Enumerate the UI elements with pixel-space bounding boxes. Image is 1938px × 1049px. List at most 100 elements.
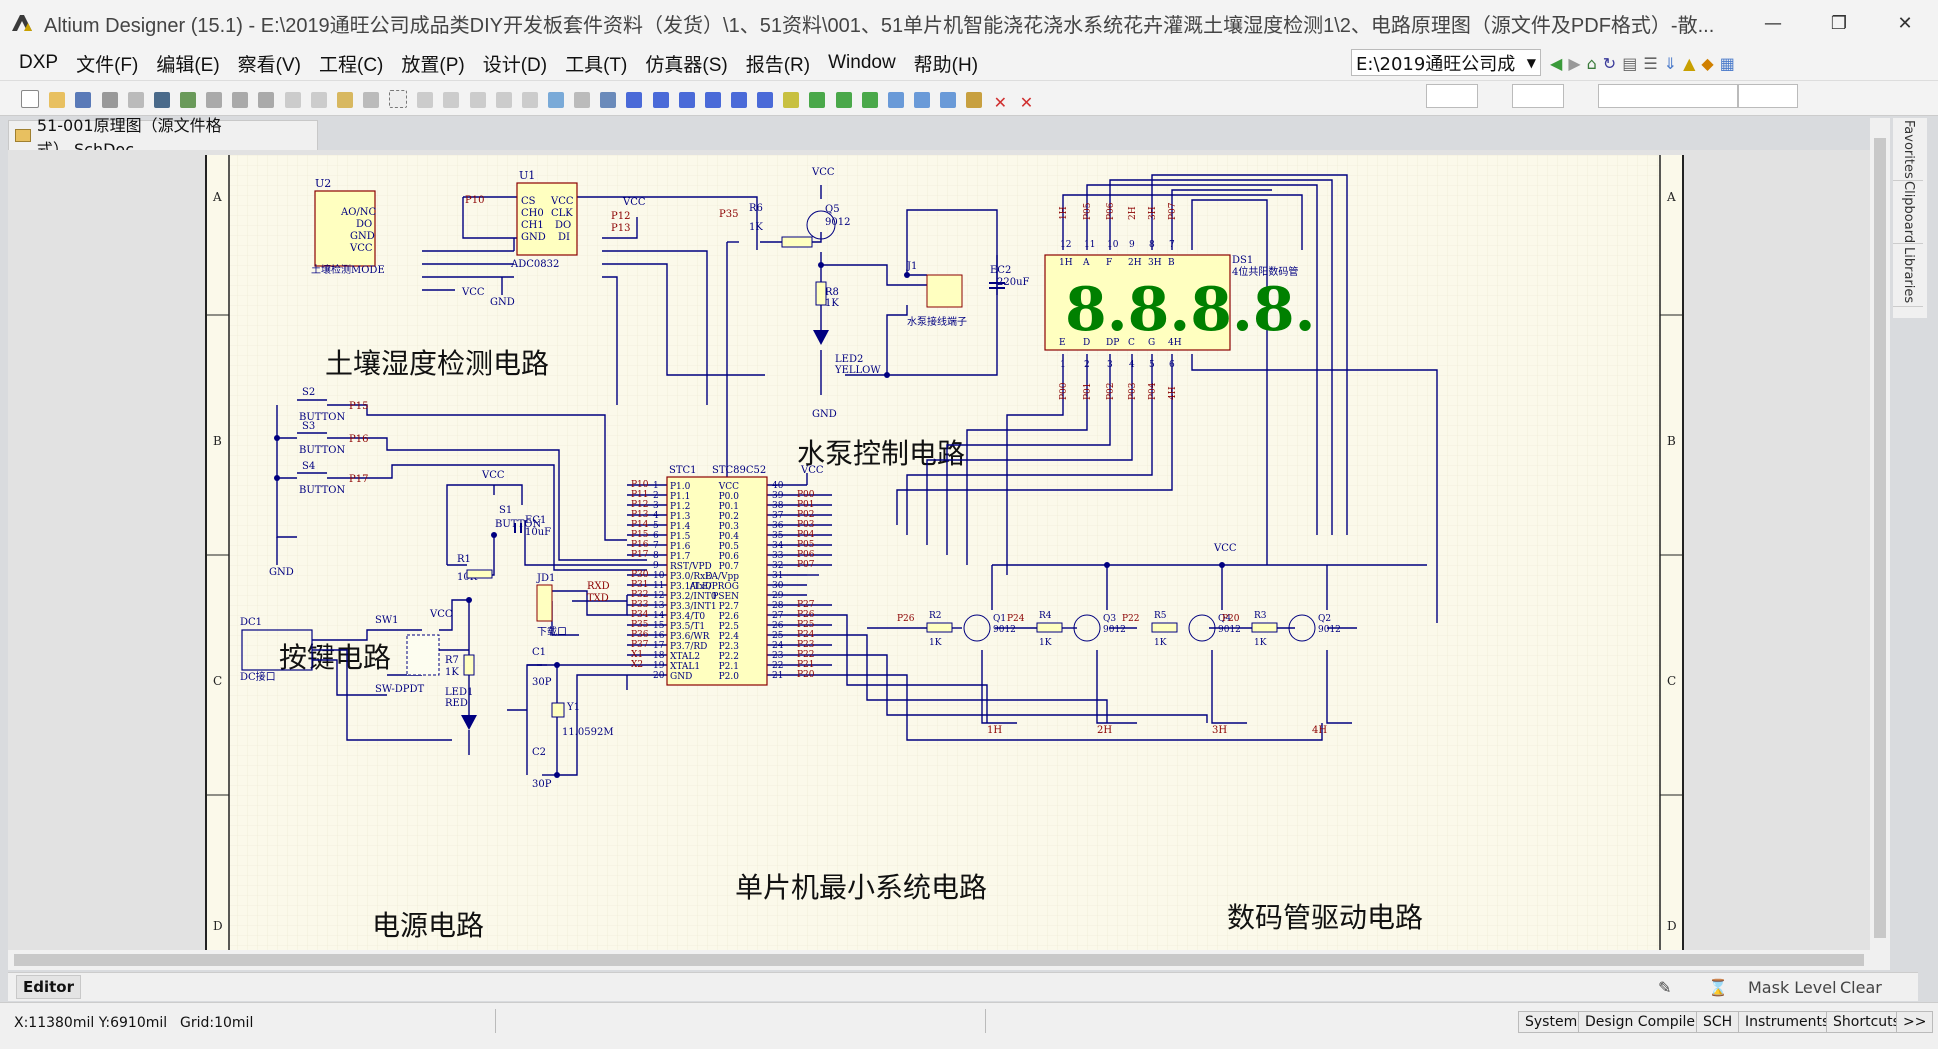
diamond-icon[interactable]: ◆	[1701, 53, 1714, 73]
signal-harness-icon[interactable]	[940, 92, 957, 108]
reset-capacitor-ec1[interactable]	[514, 523, 522, 533]
r8-resistor[interactable]	[815, 281, 827, 306]
bus-entry-icon[interactable]	[678, 92, 695, 108]
sheet-entry-icon[interactable]	[835, 92, 852, 108]
horizontal-scrollbar[interactable]	[8, 950, 1890, 970]
driver-transistor[interactable]	[1073, 614, 1101, 642]
schematic-sheet[interactable]: A B C D A B C D 土壤湿度检测电路 水泵控制电路 按键电路 单片机…	[205, 155, 1684, 950]
key-buttons[interactable]	[297, 399, 327, 474]
zoom-area-icon[interactable]	[232, 92, 249, 108]
tab-favorites[interactable]: Favorites	[1893, 118, 1923, 181]
directive-icon[interactable]	[966, 92, 983, 108]
ds1-display[interactable]	[1044, 254, 1231, 351]
y1-crystal[interactable]	[551, 702, 565, 718]
vcc-port-icon[interactable]	[757, 92, 774, 108]
layers-icon[interactable]	[153, 92, 170, 108]
r1-resistor[interactable]	[466, 569, 493, 579]
j1-terminal[interactable]	[926, 274, 963, 308]
panel-shortcuts-button[interactable]: Shortcuts	[1826, 1011, 1907, 1033]
clear-button[interactable]: Clear	[1840, 977, 1882, 997]
panel-design-compiler-button[interactable]: Design Compiler	[1578, 1011, 1708, 1033]
menu-view[interactable]: 察看(V)	[237, 54, 301, 76]
layout-icon[interactable]: ☰	[1643, 53, 1658, 73]
menu-file[interactable]: 文件(F)	[76, 54, 139, 76]
harness-icon[interactable]	[913, 92, 930, 108]
panel-more-button[interactable]: >>	[1896, 1011, 1934, 1033]
driver-resistor[interactable]	[926, 622, 953, 633]
led1-diode[interactable]	[461, 715, 477, 730]
q5-transistor[interactable]	[806, 210, 836, 240]
open-icon[interactable]	[49, 92, 66, 108]
jd1-header[interactable]	[536, 584, 553, 622]
driver-resistor[interactable]	[1036, 622, 1063, 633]
browse-library-icon[interactable]	[600, 92, 617, 108]
panel-sch-button[interactable]: SCH	[1696, 1011, 1740, 1033]
panel-instruments-button[interactable]: Instruments	[1738, 1011, 1837, 1033]
bus-icon[interactable]	[652, 92, 669, 108]
menu-project[interactable]: 工程(C)	[319, 54, 384, 76]
paste-icon[interactable]	[336, 92, 353, 108]
tab-clipboard[interactable]: Clipboard	[1893, 181, 1923, 244]
move-icon[interactable]	[417, 92, 434, 108]
driver-transistor[interactable]	[1288, 614, 1316, 642]
driver-resistor[interactable]	[1151, 622, 1178, 633]
forward-icon[interactable]: ▶	[1568, 53, 1581, 73]
down-arrow-icon[interactable]: ⇓	[1663, 53, 1678, 73]
dc1-jack[interactable]	[241, 629, 313, 671]
deselect-icon[interactable]	[443, 92, 460, 108]
u2-sensor-module[interactable]	[314, 190, 376, 267]
chart-icon[interactable]: ▤	[1622, 53, 1638, 73]
tab-libraries[interactable]: Libraries	[1893, 244, 1923, 307]
driver-resistor[interactable]	[1251, 622, 1278, 633]
menu-dxp[interactable]: DXP	[19, 52, 59, 73]
close-button[interactable]: ✕	[1897, 12, 1913, 34]
select-area-icon[interactable]	[389, 90, 408, 108]
undo-icon[interactable]	[495, 92, 512, 108]
filter-dropdown-1[interactable]	[1426, 84, 1478, 108]
zoom-fit-icon[interactable]	[206, 92, 223, 108]
browse-icon[interactable]	[179, 92, 196, 108]
ec2-capacitor[interactable]	[989, 282, 1005, 289]
grid-icon[interactable]: ▦	[1719, 53, 1735, 73]
driver-transistor[interactable]	[963, 614, 991, 642]
filter-dropdown-3[interactable]	[1598, 84, 1738, 108]
menu-simulator[interactable]: 仿真器(S)	[645, 54, 728, 76]
tab-schematic-document[interactable]: 51-001原理图（源文件格式）.SchDoc	[8, 116, 318, 159]
pen-icon[interactable]: ✎	[1658, 977, 1672, 997]
panel-system-button[interactable]: System	[1518, 1011, 1585, 1033]
project-path-combo[interactable]: E:\2019通旺公司成▼	[1351, 49, 1541, 76]
driver-transistor[interactable]	[1188, 614, 1216, 642]
stc1-mcu[interactable]	[666, 476, 768, 686]
net-label-icon[interactable]	[704, 92, 721, 108]
mask-control-icon[interactable]: ⌛	[1708, 977, 1728, 997]
sheet-symbol-icon[interactable]	[809, 92, 826, 108]
no-erc-icon[interactable]: ✕	[993, 93, 1008, 112]
new-icon[interactable]	[21, 90, 40, 108]
clear-filter-icon[interactable]	[469, 92, 486, 108]
menu-window[interactable]: Window	[828, 52, 896, 73]
pin-icon[interactable]: ▲	[1683, 53, 1696, 73]
no-erc-icon-2[interactable]: ✕	[1019, 93, 1034, 112]
copy-icon[interactable]	[310, 92, 327, 108]
print-icon[interactable]	[101, 92, 118, 108]
menu-reports[interactable]: 报告(R)	[745, 54, 811, 76]
device-sheet-icon[interactable]	[861, 92, 878, 108]
save-icon[interactable]	[75, 92, 92, 108]
filter-dropdown-4[interactable]	[1738, 84, 1798, 108]
restore-button[interactable]: ❐	[1830, 12, 1848, 34]
redo-icon[interactable]	[521, 92, 538, 108]
menu-edit[interactable]: 编辑(E)	[156, 54, 220, 76]
refresh-icon[interactable]: ↻	[1602, 53, 1617, 73]
led2-diode[interactable]	[813, 330, 829, 345]
part-icon[interactable]	[783, 92, 800, 108]
minimize-button[interactable]: —	[1764, 12, 1782, 34]
cut-icon[interactable]	[284, 92, 301, 108]
hierarchy-icon[interactable]	[547, 92, 564, 108]
sw1-switch[interactable]	[406, 634, 440, 676]
cross-probe-icon[interactable]	[574, 92, 591, 108]
preview-icon[interactable]	[127, 92, 144, 108]
r7-resistor[interactable]	[463, 654, 475, 676]
port-icon[interactable]	[887, 92, 904, 108]
gnd-port-icon[interactable]	[730, 92, 747, 108]
filter-dropdown-2[interactable]	[1512, 84, 1564, 108]
